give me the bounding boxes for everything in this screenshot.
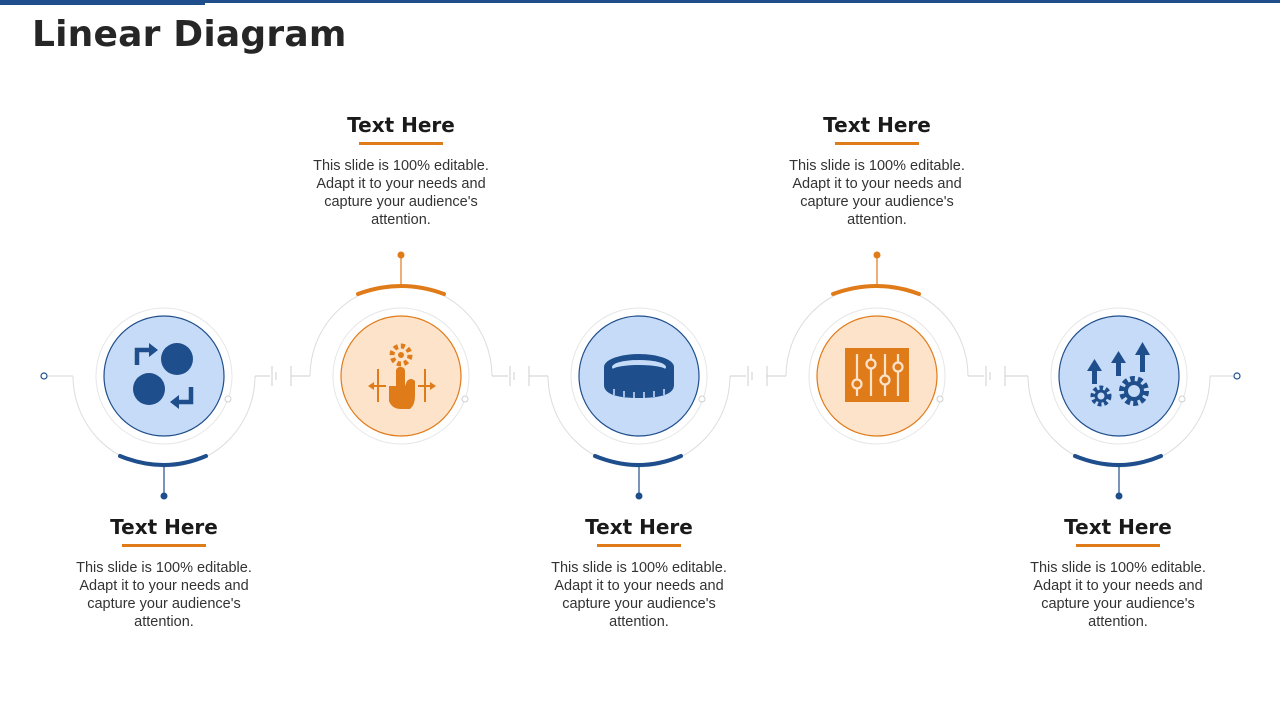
step-node-4 <box>785 251 1028 445</box>
step-heading: Text Here <box>585 515 693 539</box>
puck-icon <box>604 354 674 398</box>
halo-dot <box>698 395 706 403</box>
step-label-2: Text Here This slide is 100% editable. A… <box>301 112 501 229</box>
halo-dot <box>461 395 469 403</box>
end-dot <box>1233 372 1241 380</box>
step-description: This slide is 100% editable. Adapt it to… <box>789 158 965 228</box>
step-label-3: Text Here This slide is 100% editable. A… <box>539 514 739 631</box>
start-dot <box>40 372 48 380</box>
step-label-4: Text Here This slide is 100% editable. A… <box>777 112 977 229</box>
stem-dot <box>635 492 643 500</box>
touch-gear-icon <box>368 343 436 409</box>
separator-ticks <box>730 366 786 386</box>
stem-dot <box>397 251 405 259</box>
accent-arc <box>831 284 921 296</box>
step-description: This slide is 100% editable. Adapt it to… <box>313 158 489 228</box>
step-label-5: Text Here This slide is 100% editable. A… <box>1018 514 1218 631</box>
page-title: Linear Diagram <box>32 14 347 55</box>
step-heading: Text Here <box>110 515 218 539</box>
separator-ticks <box>968 366 1028 386</box>
swap-arrows-icon <box>133 343 194 409</box>
step-description: This slide is 100% editable. Adapt it to… <box>1030 560 1206 630</box>
top-bar <box>0 0 1280 3</box>
step-heading: Text Here <box>347 113 455 137</box>
step-node-5 <box>1027 307 1211 500</box>
stem-dot <box>160 492 168 500</box>
step-node-2 <box>309 251 548 445</box>
top-bar-accent <box>0 0 205 5</box>
accent-arc <box>1073 454 1163 467</box>
stem-dot <box>873 251 881 259</box>
heading-underline <box>1076 544 1160 547</box>
step-heading: Text Here <box>1064 515 1172 539</box>
halo-dot <box>1178 395 1186 403</box>
halo-dot <box>936 395 944 403</box>
equalizer-sliders-icon <box>845 348 909 402</box>
gears-growth-icon <box>1087 342 1150 407</box>
step-label-1: Text Here This slide is 100% editable. A… <box>64 514 264 631</box>
step-node-3 <box>547 307 786 500</box>
heading-underline <box>835 142 919 145</box>
accent-arc <box>118 454 208 467</box>
separator-ticks <box>492 366 548 386</box>
accent-arc <box>356 284 446 296</box>
heading-underline <box>122 544 206 547</box>
heading-underline <box>359 142 443 145</box>
step-node-1 <box>72 307 310 500</box>
step-description: This slide is 100% editable. Adapt it to… <box>76 560 252 630</box>
separator-ticks <box>255 366 310 386</box>
halo-dot <box>224 395 232 403</box>
stem-dot <box>1115 492 1123 500</box>
accent-arc <box>593 454 683 467</box>
step-description: This slide is 100% editable. Adapt it to… <box>551 560 727 630</box>
heading-underline <box>597 544 681 547</box>
node-circle <box>103 315 225 437</box>
step-heading: Text Here <box>823 113 931 137</box>
